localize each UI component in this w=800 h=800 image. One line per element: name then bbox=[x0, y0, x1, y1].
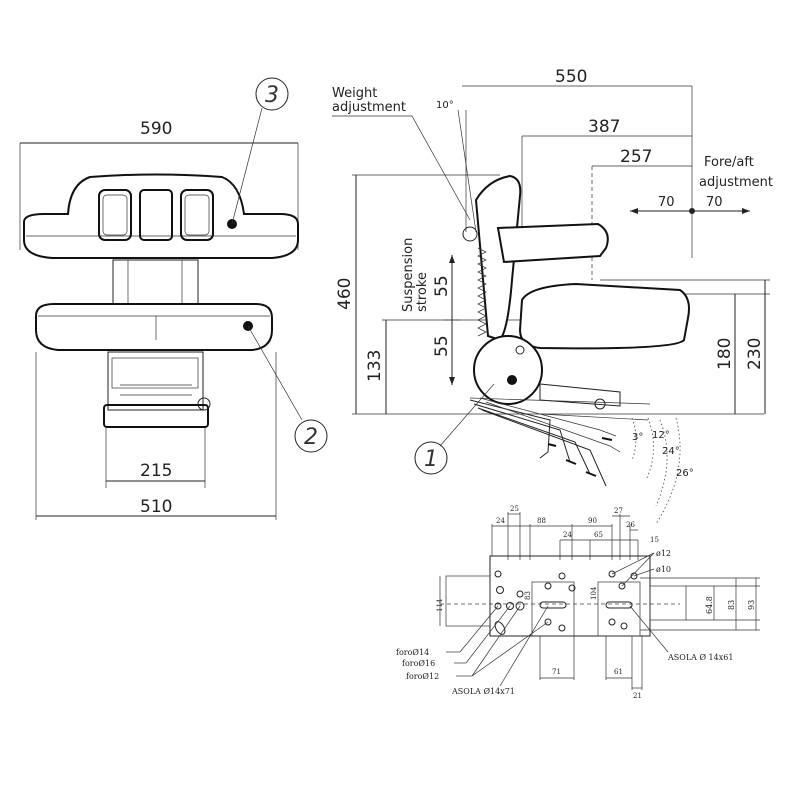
label-foreaft-1: Fore/aft bbox=[704, 155, 754, 170]
plate-dim-24a: 24 bbox=[496, 517, 505, 525]
dim-stroke: 55 bbox=[432, 275, 452, 297]
plate-dim-15: 15 bbox=[650, 536, 659, 544]
label-foreaft-2: adjustment bbox=[699, 175, 773, 190]
dim-seat-180: 180 bbox=[715, 338, 735, 370]
plate-dim-26: 26 bbox=[626, 521, 635, 529]
dim-base-height: 133 bbox=[365, 350, 385, 382]
angle-backrest: 10° bbox=[436, 100, 454, 111]
dim-top-width: 590 bbox=[140, 119, 172, 139]
plate-dim-61: 61 bbox=[614, 668, 623, 676]
dim-stroke-b: 55 bbox=[432, 335, 452, 357]
callout-3-label: 3 bbox=[265, 83, 279, 108]
side-backrest bbox=[474, 174, 522, 342]
plate-dim-93: 93 bbox=[747, 600, 756, 610]
plate-dim-21: 21 bbox=[633, 692, 642, 700]
dim-armrest-depth: 387 bbox=[588, 117, 620, 137]
plate-dim-24b: 24 bbox=[563, 531, 572, 539]
angle-1: 3° bbox=[632, 432, 643, 443]
plate-dim-104: 104 bbox=[590, 586, 598, 600]
angle-3: 24° bbox=[662, 446, 680, 457]
side-cushion bbox=[518, 282, 690, 350]
label-weight-1: Weight bbox=[332, 86, 377, 101]
cushion-outline bbox=[35, 303, 273, 351]
label-foro16: foroØ16 bbox=[402, 659, 435, 668]
plate-dim-88: 88 bbox=[537, 517, 546, 525]
dim-bottom-width: 510 bbox=[140, 497, 172, 517]
label-suspension-1: Suspension bbox=[401, 238, 416, 312]
front-view: 590 215 510 bbox=[19, 77, 328, 520]
label-suspension-2: stroke bbox=[415, 272, 430, 312]
plate-dim-114: 114 bbox=[436, 598, 444, 612]
angle-4: 26° bbox=[676, 468, 694, 479]
side-view: 550 387 257 Fore/aft adjustment 70 70 We… bbox=[332, 67, 773, 525]
tilt-mechanism bbox=[473, 335, 543, 405]
plate-dim-64-8: 64.8 bbox=[705, 596, 714, 614]
dim-height: 460 bbox=[335, 278, 355, 310]
callout-1-circle bbox=[414, 441, 448, 475]
callout-2-label: 2 bbox=[304, 425, 318, 450]
side-armrest bbox=[496, 222, 609, 264]
callout-1-label: 1 bbox=[424, 447, 438, 472]
plate-dim-83-left: 83 bbox=[524, 591, 532, 600]
plate-dim-27: 27 bbox=[614, 507, 623, 515]
dim-cushion-depth: 257 bbox=[620, 147, 652, 167]
label-asola-right: ASOLA Ø 14x61 bbox=[667, 653, 733, 662]
dim-fore: 70 bbox=[658, 195, 675, 210]
dim-seat-230: 230 bbox=[745, 338, 765, 370]
label-d12: ø12 bbox=[656, 549, 671, 558]
dim-aft: 70 bbox=[706, 195, 723, 210]
label-asola-left: ASOLA Ø14x71 bbox=[451, 687, 515, 696]
backrest-outline bbox=[23, 173, 299, 259]
plate-dim-83-right: 83 bbox=[727, 600, 736, 610]
label-foro12: foroØ12 bbox=[406, 672, 439, 681]
plate-dim-90: 90 bbox=[588, 517, 597, 525]
mounting-plate: 25 24 88 24 90 27 26 65 15 bbox=[396, 505, 760, 700]
angle-2: 12° bbox=[652, 430, 670, 441]
plate-dim-65: 65 bbox=[594, 531, 603, 539]
dim-overall-depth: 550 bbox=[555, 67, 587, 87]
label-foro14: foroØ14 bbox=[396, 648, 429, 657]
label-weight-2: adjustment bbox=[332, 100, 406, 115]
dim-base-width: 215 bbox=[140, 461, 172, 481]
plate-dim-25: 25 bbox=[510, 505, 519, 513]
plate-dim-71: 71 bbox=[552, 668, 561, 676]
callout-3-circle bbox=[255, 77, 289, 111]
label-d10: ø10 bbox=[656, 565, 671, 574]
callout-2-circle bbox=[294, 419, 328, 453]
